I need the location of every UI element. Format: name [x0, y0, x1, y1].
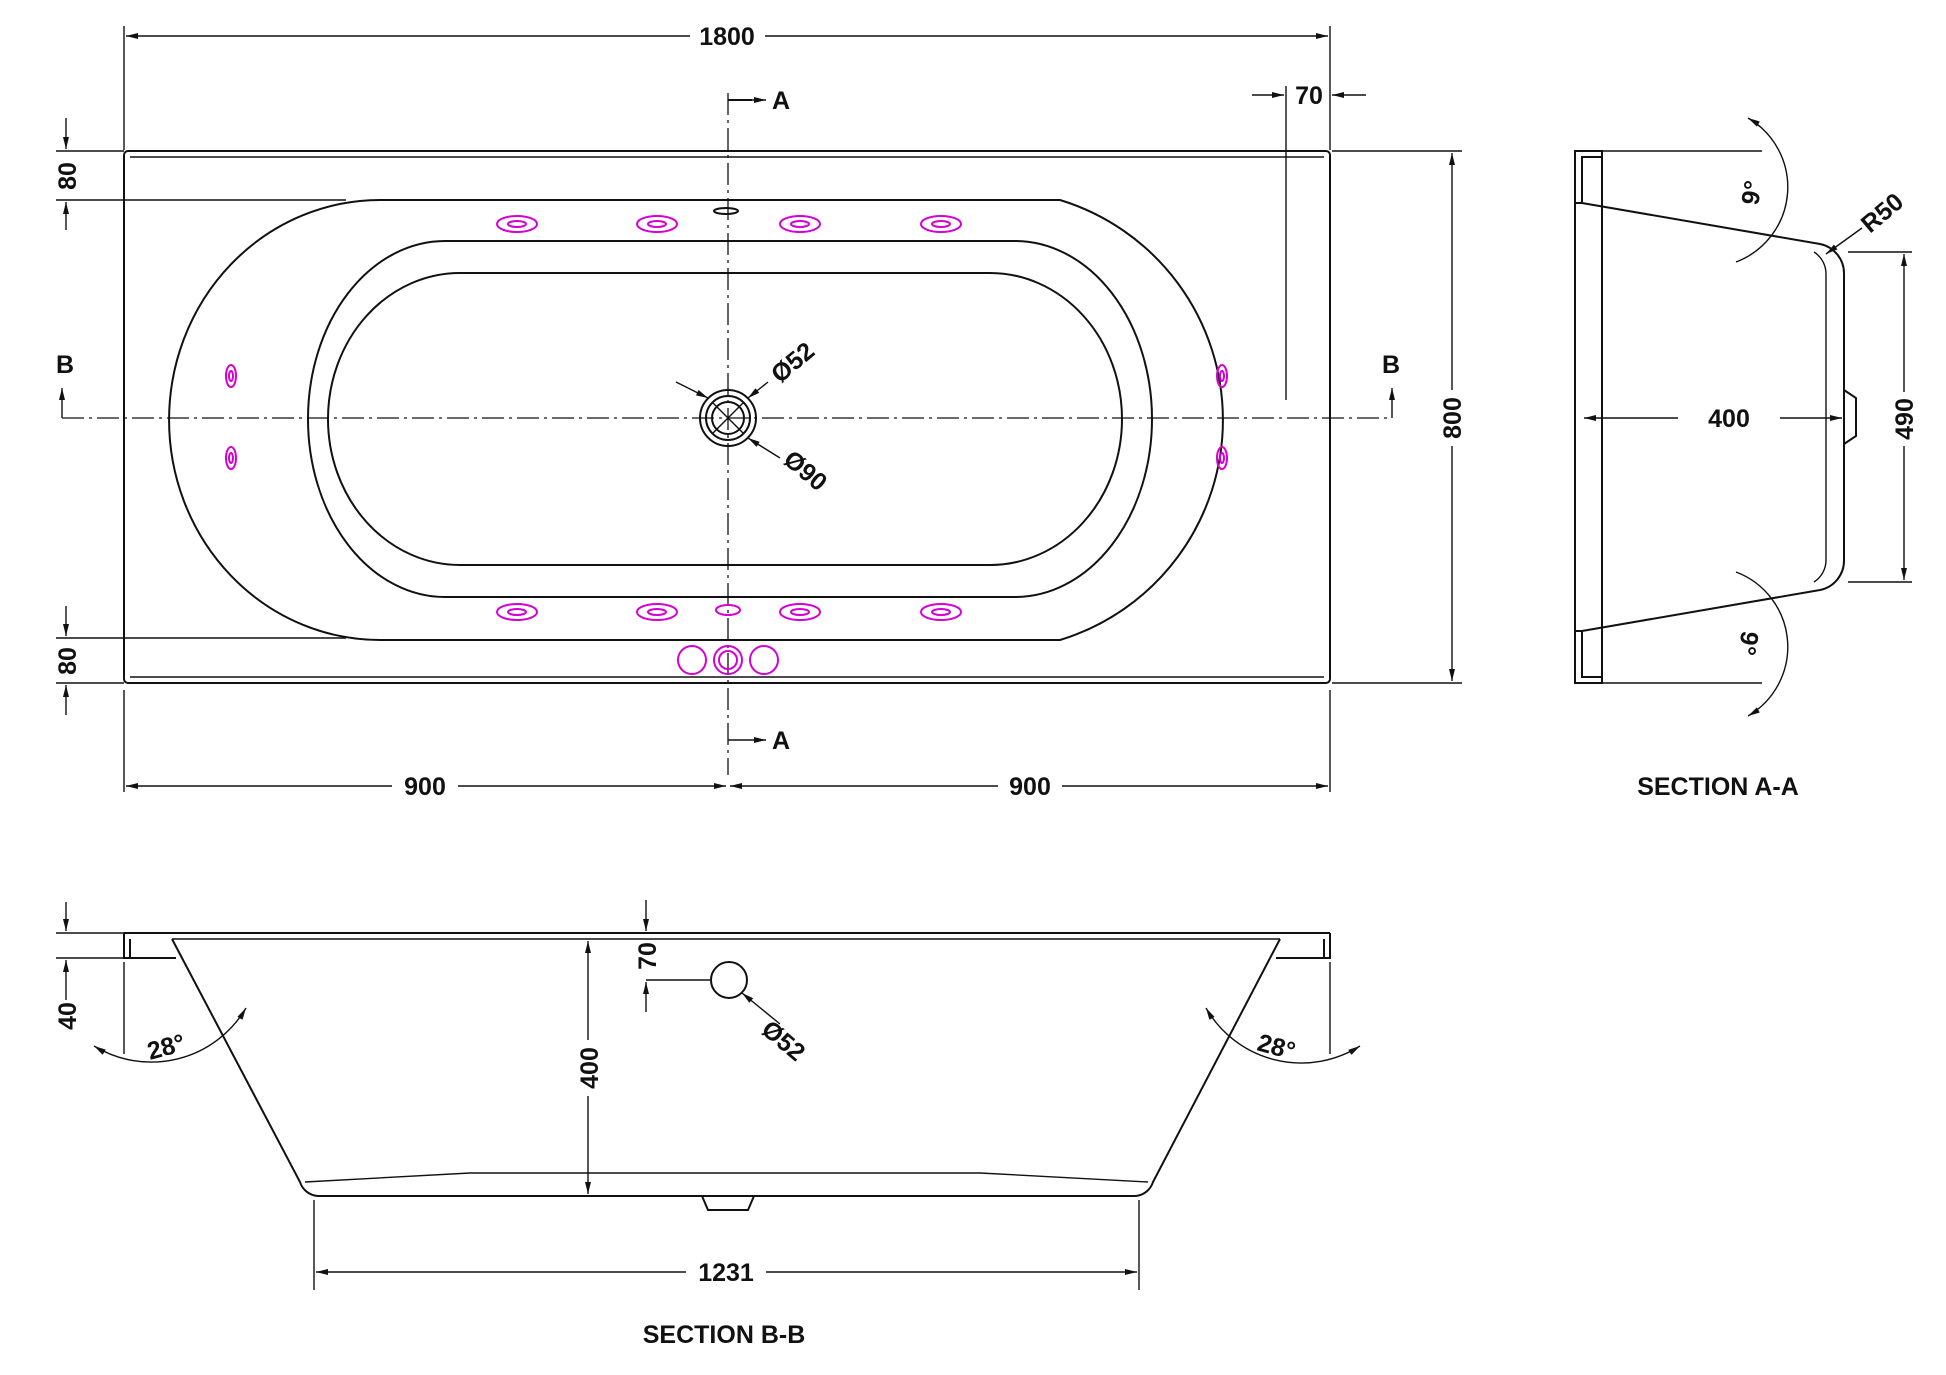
- section-a-marker-top: A: [772, 87, 790, 115]
- bath-bowl-outer: [168, 199, 1224, 641]
- section-bb-profile: [171, 938, 1281, 1197]
- dim-half-right: 900: [1009, 773, 1051, 801]
- section-aa-height: 490: [1891, 398, 1919, 440]
- section-aa-radius: R50: [1856, 188, 1909, 239]
- dim-tap-offset: 70: [1295, 82, 1323, 110]
- section-bb-rim-thickness: 40: [54, 1002, 82, 1030]
- section-aa-angle-top: 9°: [1736, 179, 1768, 207]
- section-bb-overflow-offset: 70: [634, 942, 662, 970]
- waste-outer-dim: Ø90: [778, 445, 832, 497]
- jets-top-row: [496, 215, 962, 233]
- section-aa-depth: 400: [1708, 405, 1750, 433]
- control-buttons: [677, 645, 779, 675]
- jets-side: [225, 364, 1228, 470]
- section-bb-overflow-dia: Ø52: [756, 1015, 810, 1067]
- bath-outer-rim: [123, 150, 1331, 684]
- section-b-marker-right: B: [1382, 351, 1400, 379]
- dim-rim-top: 80: [54, 162, 82, 190]
- dim-overall-length: 1800: [699, 23, 755, 51]
- bath-bowl-middle: [307, 240, 1153, 598]
- section-bb-title: SECTION B-B: [643, 1321, 806, 1349]
- dim-half-left: 900: [404, 773, 446, 801]
- section-b-marker-left: B: [56, 351, 74, 379]
- section-aa-view: 400 490 9° 9° R50 SECTION A-A: [1574, 117, 1919, 801]
- section-aa-angle-bottom: 9°: [1732, 629, 1764, 657]
- section-bb-overflow: [710, 961, 748, 999]
- section-a-marker-bottom: A: [772, 727, 790, 755]
- bath-bowl-inner: [327, 272, 1123, 566]
- section-bb-base-length: 1231: [698, 1259, 754, 1287]
- dim-overall-width: 800: [1439, 397, 1467, 439]
- overflow-icon: [713, 207, 739, 215]
- section-bb-angle-left: 28°: [144, 1029, 188, 1066]
- waste-inner-dim: Ø52: [766, 337, 820, 389]
- waste-outlet: [675, 381, 781, 459]
- jets-bottom-row: [496, 603, 962, 621]
- plan-view: Ø52 Ø90: [54, 23, 1467, 801]
- section-bb-angle-right: 28°: [1254, 1029, 1298, 1066]
- section-bb-depth: 400: [576, 1047, 604, 1089]
- dim-rim-bottom: 80: [54, 647, 82, 675]
- section-aa-title: SECTION A-A: [1637, 773, 1799, 801]
- section-bb-view: Ø52 70 400 40 28° 28° 1231 SECTION B-B: [54, 900, 1361, 1349]
